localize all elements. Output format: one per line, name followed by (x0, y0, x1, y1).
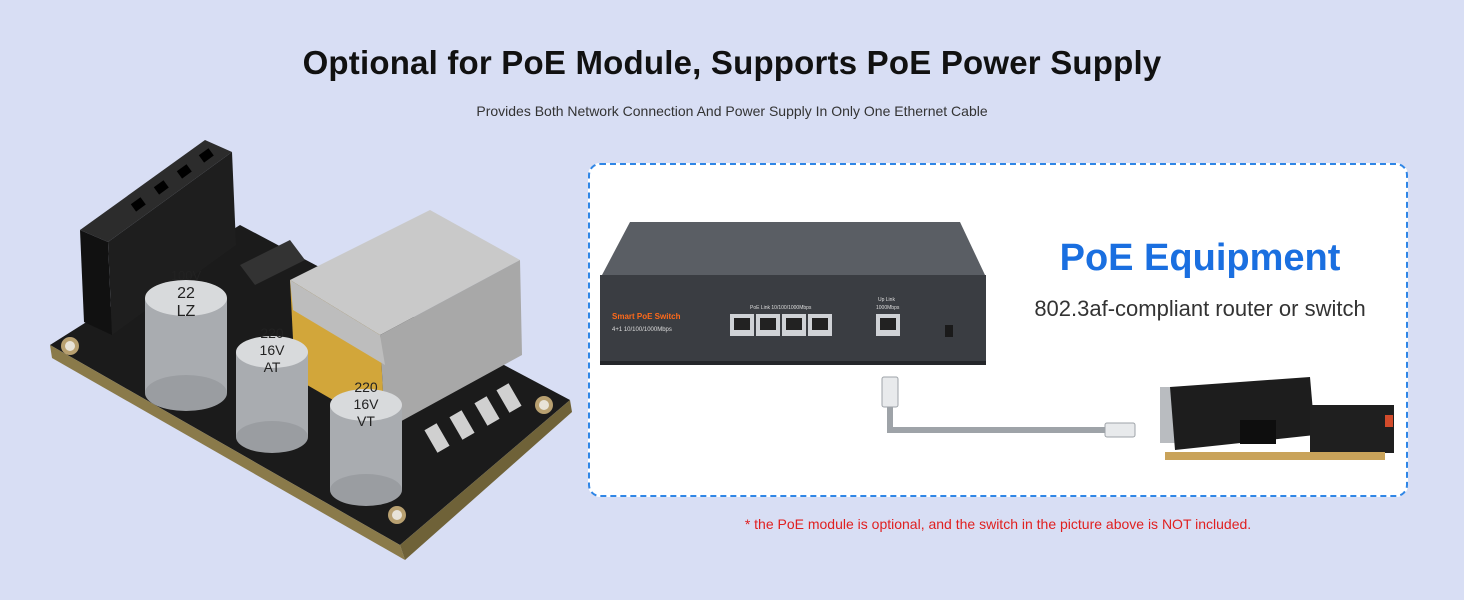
switch-uplink-speed: 1000Mbps (876, 305, 900, 311)
ic-chip (240, 240, 305, 285)
poe-switch: Smart PoE Switch 4+1 10/100/1000Mbps PoE… (600, 222, 986, 365)
output-pins (424, 383, 522, 453)
transformer (290, 210, 522, 430)
poe-equipment-heading: PoE Equipment (1059, 237, 1341, 279)
capacitor: 220 16V AT (236, 325, 308, 453)
capacitor-label: 220 (260, 325, 284, 341)
pin-header (80, 140, 236, 335)
page-title: Optional for PoE Module, Supports PoE Po… (302, 44, 1162, 81)
ethernet-cable (881, 376, 1136, 438)
capacitor-label: VT (357, 413, 375, 429)
capacitor-label: 100V (171, 268, 202, 283)
capacitor-label: 22 (177, 285, 195, 302)
capacitor-label: 220 (354, 379, 378, 395)
capacitor-label: 16V (354, 396, 380, 412)
poe-device (1160, 377, 1394, 460)
capacitor: 220 16V VT (330, 379, 402, 506)
switch-brand-label: Smart PoE Switch (612, 312, 681, 321)
switch-and-device-illustration: Smart PoE Switch 4+1 10/100/1000Mbps PoE… (600, 222, 1394, 460)
page-subtitle: Provides Both Network Connection And Pow… (476, 103, 988, 119)
switch-poe-label: PoE Link 10/100/1000Mbps (750, 305, 812, 311)
footnote: * the PoE module is optional, and the sw… (744, 516, 1252, 532)
capacitor: 100V 22 LZ (145, 268, 227, 411)
switch-uplink-label: Up Link (878, 297, 895, 303)
poe-equipment-panel: Smart PoE Switch 4+1 10/100/1000Mbps PoE… (588, 163, 1408, 497)
poe-module-image: 100V 22 LZ 220 16V AT 220 16V VT (50, 140, 572, 560)
capacitor-label: LZ (177, 303, 196, 320)
switch-spec-label: 4+1 10/100/1000Mbps (612, 327, 672, 333)
capacitor-label: 16V (260, 342, 286, 358)
poe-equipment-description: 802.3af-compliant router or switch (1034, 296, 1366, 321)
capacitor-label: AT (264, 359, 281, 375)
